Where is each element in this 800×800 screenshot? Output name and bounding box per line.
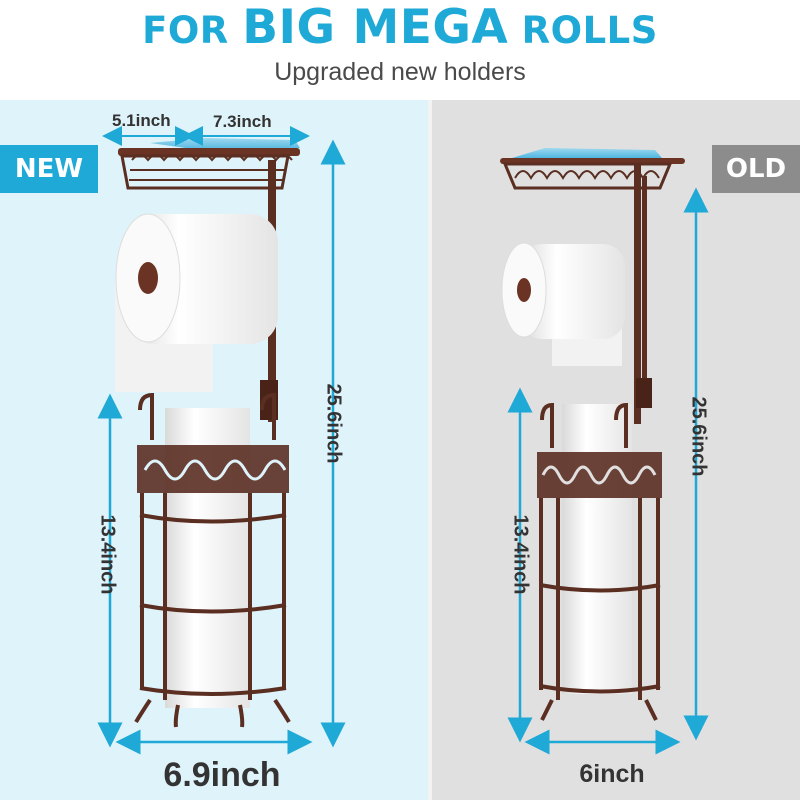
new-basket	[134, 392, 291, 728]
new-holder	[115, 138, 300, 728]
subheadline: Upgraded new holders	[274, 58, 526, 86]
old-basket-height-label: 13.4inch	[509, 514, 532, 595]
old-badge: OLD	[712, 145, 800, 193]
old-pole	[634, 164, 641, 424]
new-basket-height-label: 13.4inch	[96, 514, 119, 595]
old-height-label: 25.6inch	[687, 396, 710, 477]
old-shelf	[500, 148, 685, 190]
new-top-roll	[115, 213, 278, 392]
headline-suffix: ROLLS	[508, 9, 658, 52]
panel-divider	[428, 100, 432, 800]
new-height-label: 25.6inch	[322, 383, 345, 464]
old-base-width-label: 6inch	[579, 760, 645, 788]
old-basket	[537, 402, 662, 721]
new-shelf-left-label: 5.1inch	[112, 111, 171, 130]
new-base-width-label: 6.9inch	[163, 756, 281, 794]
new-shelf-right-label: 7.3inch	[213, 112, 272, 131]
headline: FOR BIG MEGA ROLLS	[0, 4, 800, 53]
old-top-roll	[501, 242, 625, 366]
new-badge: NEW	[0, 145, 98, 193]
old-holder	[500, 148, 685, 721]
headline-prefix: FOR	[142, 9, 243, 52]
header: FOR BIG MEGA ROLLS Upgraded new holders	[0, 0, 800, 100]
headline-emphasis: BIG MEGA	[242, 0, 509, 55]
